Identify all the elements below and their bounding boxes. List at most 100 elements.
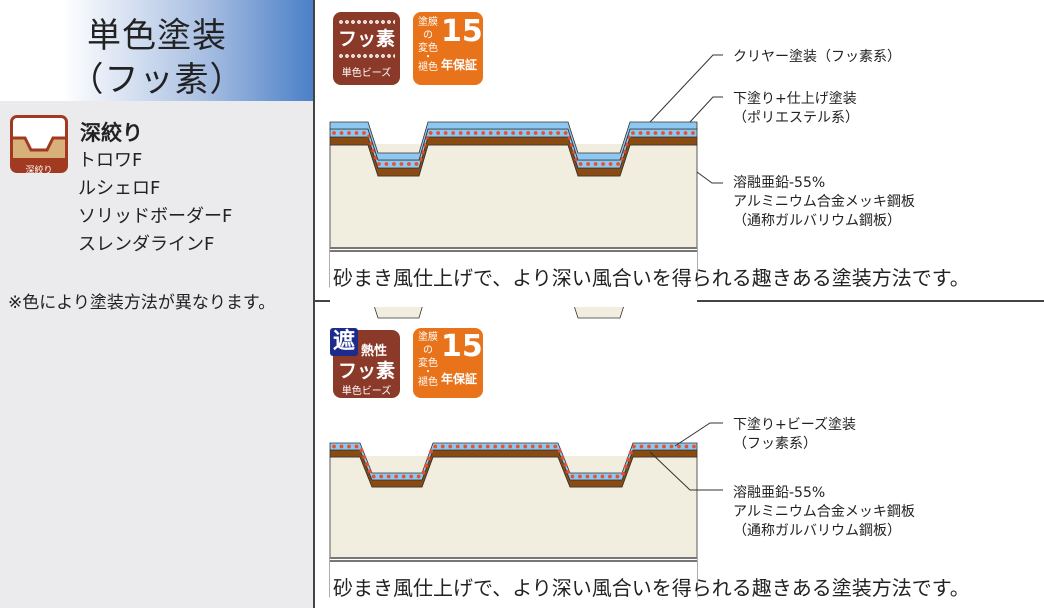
label-base-coat: 下塗り+仕上げ塗装 — [733, 91, 857, 107]
bead-dot — [362, 131, 366, 135]
base-line — [330, 560, 697, 562]
bead-dot — [443, 131, 448, 135]
bead-dot — [601, 162, 605, 166]
bead-dot — [339, 131, 344, 135]
bead-dot — [615, 474, 620, 479]
fluorine-badge: フッ素 単色ビーズ — [333, 12, 400, 85]
bead-dot — [448, 444, 453, 449]
bead-dot — [631, 131, 635, 135]
bead-dot — [392, 162, 396, 166]
label-substrate-alias: （通称ガルバリウム鋼板） — [733, 523, 901, 539]
bead-dot — [399, 162, 404, 166]
bead-dot — [638, 131, 643, 135]
icon-label: 深絞り — [25, 166, 53, 176]
badge-main-text: フッ素 — [337, 360, 395, 382]
badge-sub-text: 単色ビーズ — [341, 68, 392, 79]
bead-dot — [668, 131, 673, 135]
bead-dot — [436, 131, 441, 135]
bead-dot — [416, 474, 421, 479]
label-substrate-desc: アルミニウム合金メッキ鋼板 — [733, 194, 915, 210]
warranty-badge: 塗膜 の 変色 ・ 褪色 15 年保証 — [413, 328, 483, 398]
bead-dot — [653, 131, 658, 135]
bead-dot — [647, 444, 651, 449]
bead-dot — [503, 131, 508, 135]
bead-dot — [428, 131, 433, 135]
product-item: ソリッドボーダーF — [78, 206, 233, 227]
bead-dot — [553, 444, 558, 449]
bead-dot — [433, 444, 438, 449]
bead-dot — [347, 444, 351, 449]
bead-dot — [684, 444, 689, 449]
bead-dot — [511, 131, 516, 135]
badge-small-text: 塗膜 — [418, 332, 438, 343]
clear-coat-layer — [329, 121, 698, 161]
warranty-text: 年保証 — [441, 58, 478, 72]
bead-dot — [639, 444, 644, 449]
badge-top-text: 熱性 — [361, 344, 388, 359]
warranty-text: 年保証 — [441, 372, 478, 386]
bead-dot — [654, 444, 659, 449]
badge-small-text: 変色 — [418, 358, 438, 369]
product-item: トロワF — [78, 150, 143, 171]
divider-vertical — [313, 0, 315, 608]
bead-dot — [578, 162, 583, 166]
bead-dot — [566, 469, 571, 474]
bead-dot — [470, 444, 475, 449]
bead-dot — [500, 444, 505, 449]
bead-dot — [608, 162, 613, 166]
header-banner — [0, 0, 314, 101]
caption: 砂まき風仕上げで、より深い風合いを得られる趣きある塗装方法です。 — [333, 266, 970, 290]
deep-draw-icon: 深絞り — [10, 115, 68, 176]
badge-small-text: 褪色 — [418, 62, 438, 73]
mask — [330, 557, 697, 608]
bead-dot — [384, 162, 389, 166]
bead-dot — [677, 444, 681, 449]
bead-dot — [332, 131, 336, 135]
bead-dot — [354, 444, 359, 449]
bead-dot — [578, 474, 582, 479]
bead-dot — [421, 470, 426, 475]
label-substrate-desc: アルミニウム合金メッキ鋼板 — [733, 504, 915, 520]
label-substrate: 溶融亜鉛-55% — [733, 175, 826, 191]
label-clear-coat: クリヤー塗装（フッ素系） — [733, 49, 901, 65]
badge-small-text: の — [423, 30, 433, 41]
leader-line — [649, 54, 723, 123]
leader-line — [649, 451, 723, 491]
warranty-badge: 塗膜 の 変色 ・ 褪色 15 年保証 — [413, 12, 483, 85]
badge-small-text: ・ — [423, 52, 433, 63]
product-item: ルシェロF — [78, 178, 161, 199]
bead-dot — [608, 474, 612, 479]
badge-small-text: 変色 — [418, 43, 438, 54]
bead-dot — [626, 457, 631, 462]
label-bead-coat-type: （フッ素系） — [733, 436, 817, 452]
bead-dot — [518, 131, 523, 135]
product-item: スレンダラインF — [78, 234, 215, 255]
bead-dot — [508, 444, 513, 449]
bead-dot — [485, 444, 490, 449]
bead-dot — [451, 131, 456, 135]
bead-dot — [661, 131, 665, 135]
bead-dot — [692, 444, 696, 449]
bead-dot — [563, 462, 568, 467]
bead-dot — [478, 444, 483, 449]
bead-dot — [407, 162, 411, 166]
base-line — [330, 557, 697, 559]
bead-dot — [538, 444, 543, 449]
badge-small-text: ・ — [423, 367, 433, 378]
heat-shield-fluorine-badge: 遮 熱性 フッ素 単色ビーズ — [330, 328, 400, 398]
bead-dot — [548, 131, 553, 135]
bead-dot — [409, 474, 414, 479]
bead-dot — [593, 474, 597, 479]
bead-dot — [466, 131, 471, 135]
bead-dot — [473, 131, 478, 135]
leader-line — [674, 422, 723, 447]
bead-dot — [426, 456, 431, 461]
bead-dot — [424, 463, 428, 468]
bead-dot — [496, 131, 501, 135]
left-panel — [0, 101, 314, 608]
bead-dot — [545, 444, 550, 449]
bead-dot — [683, 131, 688, 135]
bead-dot — [347, 131, 351, 135]
label-bead-coat: 下塗り+ビーズ塗装 — [733, 417, 857, 433]
